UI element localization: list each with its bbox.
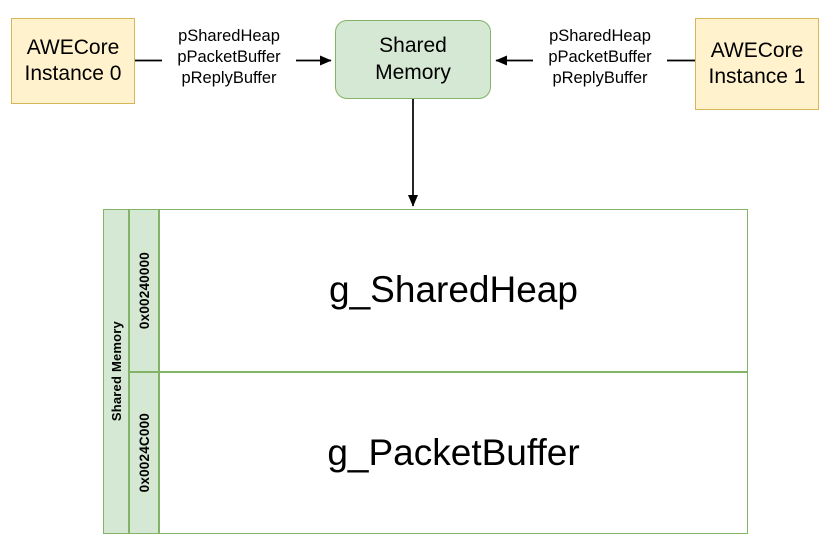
memory-map-address-cell: 0x00240000	[129, 209, 159, 372]
memory-map-row[interactable]: g_PacketBuffer	[159, 371, 748, 534]
memory-map-region-label: Shared Memory	[108, 321, 124, 422]
memory-map-region-column: Shared Memory	[103, 209, 129, 534]
node-awecore-instance-0[interactable]: AWECore Instance 0	[11, 18, 135, 104]
node-awecore-instance-1-label: AWECore Instance 1	[708, 38, 806, 88]
memory-map-region-name-0: g_SharedHeap	[329, 269, 578, 311]
node-awecore-instance-1[interactable]: AWECore Instance 1	[695, 18, 819, 110]
memory-map-row[interactable]: g_SharedHeap	[159, 209, 748, 372]
memory-map-address-cell: 0x0024C000	[129, 371, 159, 534]
memory-map-address-0: 0x00240000	[136, 251, 152, 329]
memory-map-table: Shared Memory 0x00240000 0x0024C000 g_Sh…	[103, 209, 748, 534]
edge-label-instance1-pointers: pSharedHeap pPacketBuffer pReplyBuffer	[533, 26, 667, 90]
memory-map-address-1: 0x0024C000	[136, 413, 152, 493]
memory-map-region-content-column: g_SharedHeap g_PacketBuffer	[159, 209, 748, 534]
node-awecore-instance-0-label: AWECore Instance 0	[24, 35, 122, 85]
node-shared-memory[interactable]: Shared Memory	[335, 20, 491, 99]
node-shared-memory-label: Shared Memory	[375, 34, 451, 84]
edge-label-instance0-pointers: pSharedHeap pPacketBuffer pReplyBuffer	[162, 26, 296, 90]
memory-map-address-column: 0x00240000 0x0024C000	[129, 209, 159, 534]
memory-map-region-name-1: g_PacketBuffer	[327, 431, 580, 473]
